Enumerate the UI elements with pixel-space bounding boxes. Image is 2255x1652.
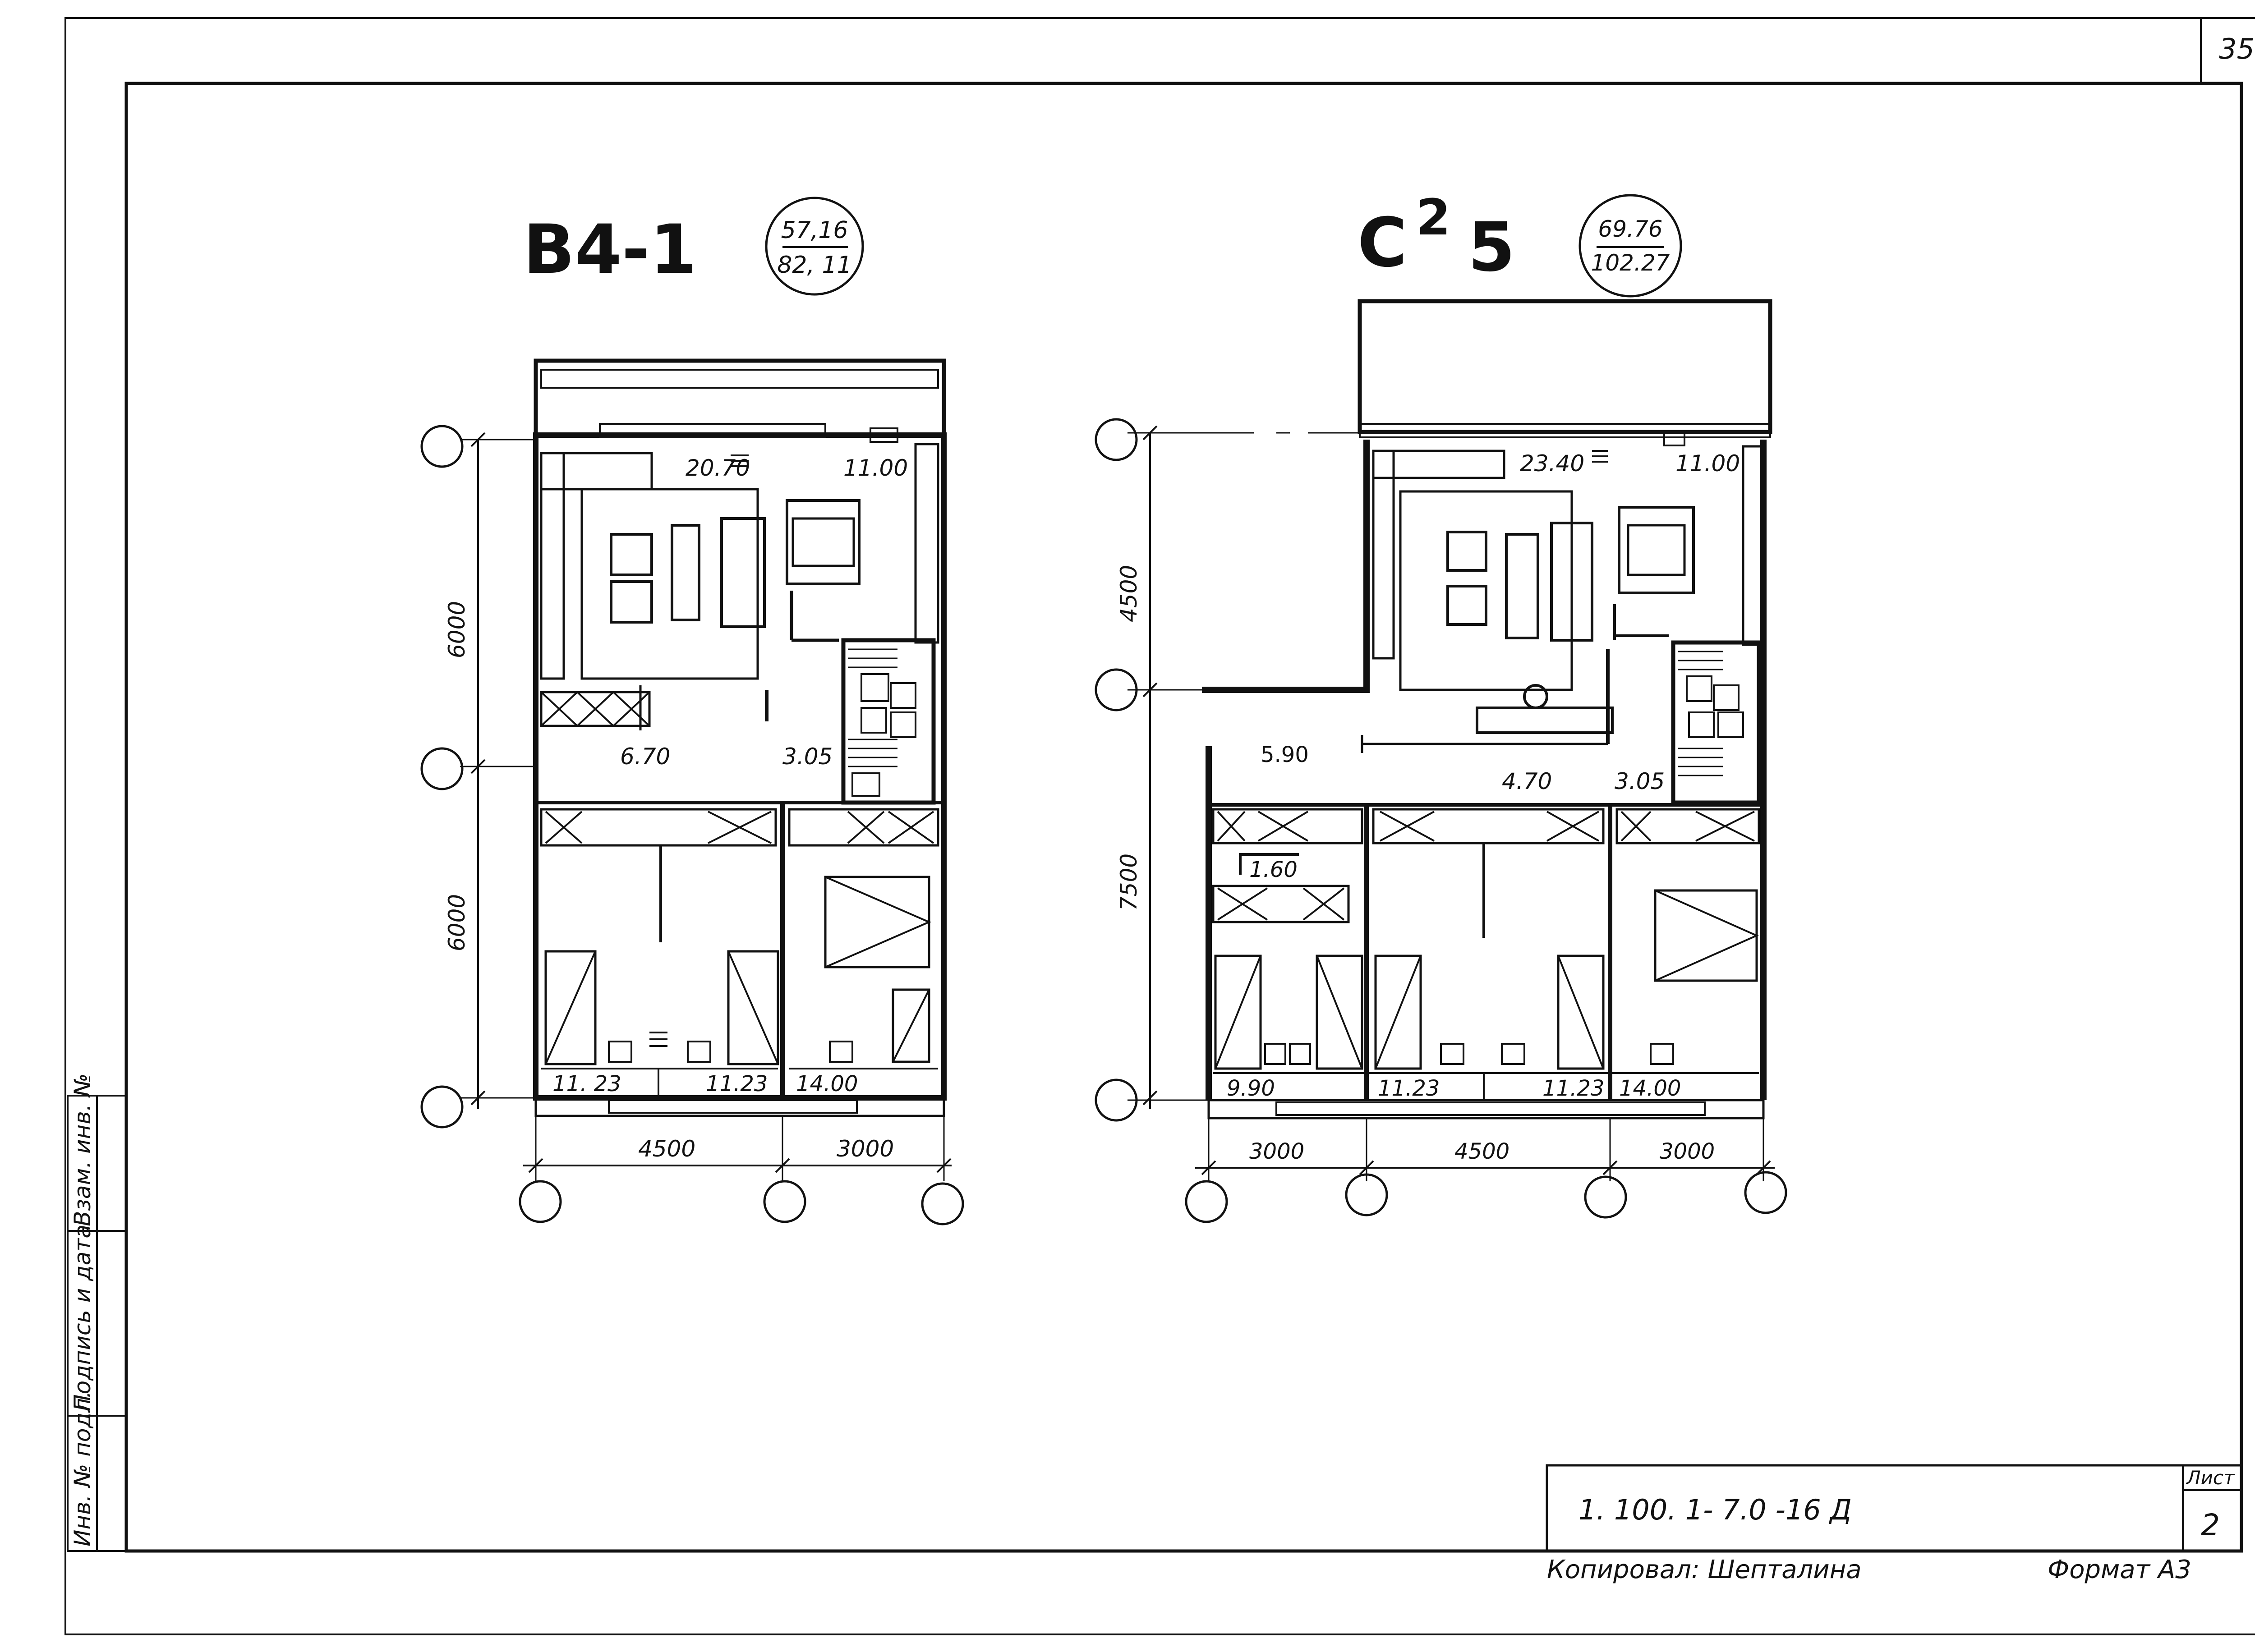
plan-b-axis-marker [420,1085,464,1129]
plan-b-area-total: 82, 11 [777,252,851,279]
plan-c-area-badge: 69.76 102.27 [1578,194,1682,298]
side-stamp: Инв. № подл. Подпись и дата Взам. инв. № [67,1074,127,1552]
format-label: Формат А3 [2048,1555,2191,1584]
plan-b-room-bed-left-b: 11.23 [706,1071,768,1097]
plan-c-axis-marker [1185,1180,1228,1223]
plan-c-axis-marker [1345,1173,1388,1216]
plan-b-room-bed-right: 14.00 [796,1071,858,1097]
outer-border [64,17,2255,1635]
plan-b-dim-width-right: 3000 [837,1136,894,1162]
plan-c-room-bed-small: 9.90 [1227,1076,1275,1101]
title-block: 1. 100. 1- 7.0 -16 Д Лист 2 Копировал: Ш… [1546,1464,2243,1584]
sheet-number: 2 [2201,1508,2220,1542]
plan-c-axis-marker [1095,1078,1138,1122]
sheet-label: Лист [2186,1467,2235,1489]
page-number: 35 [2219,32,2255,65]
copied-by: Копировал: Шепталина [1547,1555,1862,1584]
plan-b-room-bed-left-a: 11. 23 [552,1071,621,1097]
plan-c-room-bed-mid-a: 11.23 [1378,1076,1440,1101]
plan-c-room-living: 23.40 [1520,450,1584,477]
plan-b-title: В4-1 [523,211,697,289]
plan-c-dim-w3: 3000 [1660,1139,1715,1164]
plan-b-bathroom [841,638,936,805]
plan-b-axis-marker [921,1182,964,1225]
inner-frame [124,82,2243,1553]
plan-b-dim-upper: 6000 [444,601,470,658]
plan-c-axis-marker [1744,1171,1787,1214]
plan-c-dim-lower: 7500 [1116,854,1142,911]
plan-b-area-badge: 57,16 82, 11 [765,197,864,296]
plan-b-axis-marker [763,1180,806,1223]
plan-c-title-num: 5 [1468,208,1515,287]
plan-b-axis-marker [519,1180,562,1223]
plan-c-balcony [1358,299,1772,434]
plan-b-room-living: 20.70 [686,455,750,481]
plan-b-room-kitchen: 11.00 [843,455,908,481]
plan-c-title-sup: 2 [1416,188,1451,246]
plan-c-title-letter: С [1358,204,1407,282]
plan-c-axis-marker [1584,1175,1627,1219]
stamp-signature-date: Подпись и дата [69,1225,96,1411]
plan-b4-1: В4-1 57,16 82, 11 [420,197,964,1225]
plan-c-room-kitchen: 11.00 [1675,450,1740,477]
plan-b-room-hall: 6.70 [620,743,670,770]
plan-c-area-living: 69.76 [1598,216,1662,242]
doc-code: 1. 100. 1- 7.0 -16 Д [1578,1493,1852,1526]
plan-c-room-bed-mid-b: 11.23 [1542,1076,1604,1101]
plan-b-dim-width-left: 4500 [638,1136,695,1162]
plan-c-room-bath: 3.05 [1615,768,1665,794]
plan-c25: С 2 5 69.76 102.27 [1095,188,1787,1223]
plan-c-dim-w1: 3000 [1249,1139,1304,1164]
plan-c-bathroom [1671,640,1761,805]
plan-c-room-corridor: 4.70 [1502,768,1552,794]
plan-b-dim-lower: 6000 [444,894,470,951]
plan-c-room-hall: 5.90 [1261,742,1309,767]
plan-c-room-bed-right: 14.00 [1619,1076,1681,1101]
plan-b-axis-marker [420,747,464,790]
plan-b-area-living: 57,16 [781,217,848,244]
plan-b-room-bath: 3.05 [782,743,833,770]
plan-b-axis-marker [420,425,464,468]
plan-c-dim-upper: 4500 [1116,565,1142,622]
stamp-inv-no: Инв. № подл. [69,1391,96,1546]
plan-c-axis-marker [1095,668,1138,711]
plan-c-room-closet: 1.60 [1249,857,1298,882]
plan-c-dim-w2: 4500 [1454,1139,1509,1164]
plan-c-area-total: 102.27 [1591,250,1670,276]
plan-c-axis-marker [1095,418,1138,461]
stamp-replace-inv: Взам. инв. № [69,1074,96,1226]
